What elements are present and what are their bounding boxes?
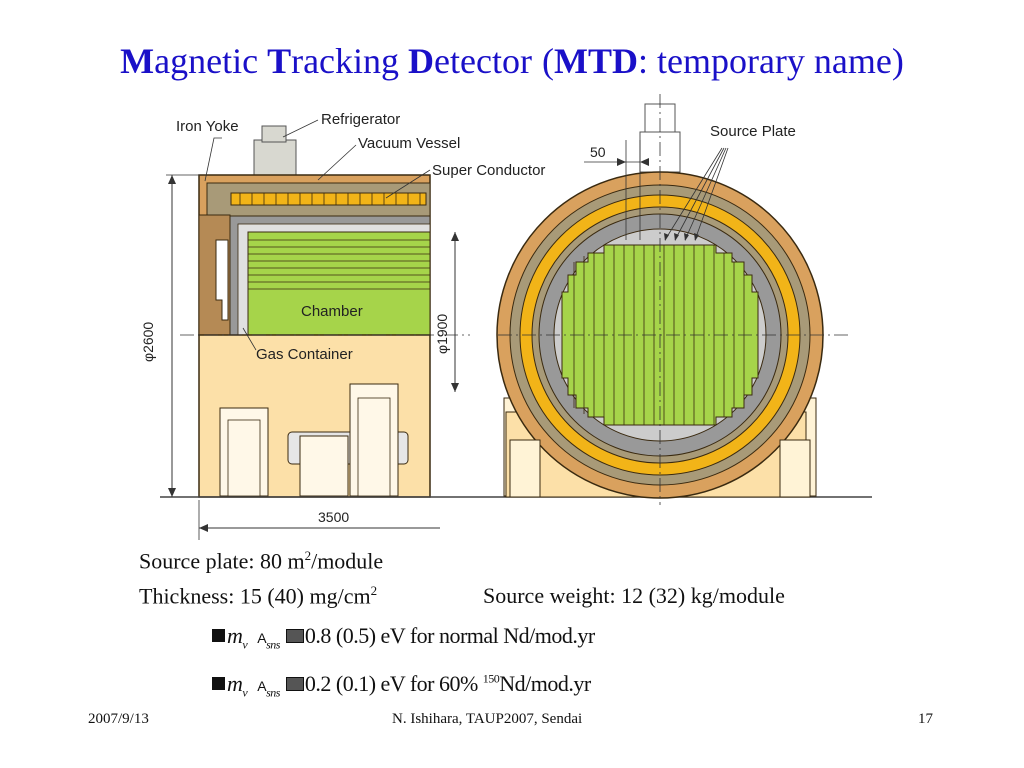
formula-normal-nd: mν Asns 0.8 (0.5) eV for normal Nd/mod.y…	[212, 623, 595, 652]
title-word-agnetic: agnetic	[154, 41, 268, 81]
label-dim-50: 50	[590, 144, 606, 160]
label-super-conductor: Super Conductor	[432, 162, 545, 179]
label-gas-container: Gas Container	[256, 346, 353, 363]
label-vacuum-vessel: Vacuum Vessel	[358, 135, 460, 152]
approx-glyph-icon	[285, 629, 304, 643]
title-initial-m: M	[120, 41, 155, 81]
footer-author: N. Ishihara, TAUP2007, Sendai	[392, 711, 583, 727]
formula-enriched-nd: mν Asns 0.2 (0.1) eV for 60% 150Nd/mod.y…	[212, 671, 591, 700]
label-iron-yoke: Iron Yoke	[176, 118, 239, 135]
label-dim-2600: φ2600	[140, 322, 156, 362]
cross-section-view	[496, 94, 852, 505]
label-refrigerator: Refrigerator	[321, 111, 400, 128]
footer-date: 2007/9/13	[88, 711, 149, 727]
source-plate-line: Source plate: 80 m2/module	[139, 548, 384, 574]
title-abbr: MTD	[553, 41, 638, 81]
title-paren: (	[541, 41, 554, 81]
title-initial-t: T	[267, 41, 292, 81]
title-word-racking: racking	[291, 41, 409, 81]
thickness-line: Thickness: 15 (40) mg/cm2	[139, 583, 378, 609]
label-dim-3500: 3500	[318, 509, 349, 525]
bullet-icon	[212, 629, 225, 642]
label-chamber: Chamber	[301, 303, 363, 320]
label-dim-1900: φ1900	[434, 314, 450, 354]
side-view	[160, 119, 872, 540]
source-weight-line: Source weight: 12 (32) kg/module	[483, 583, 785, 608]
title-word-etector: etector	[434, 41, 532, 81]
title-initial-d: D	[408, 41, 435, 81]
footer-page-number: 17	[918, 711, 933, 727]
title-suffix: : temporary name)	[637, 41, 904, 81]
detector-diagram: Iron Yoke Refrigerator Vacuum Vessel Sup…	[140, 94, 872, 540]
slide-title: Magnetic Tracking Detector(MTD: temporar…	[0, 40, 1024, 82]
label-source-plate: Source Plate	[710, 123, 796, 140]
approx-glyph-icon	[285, 677, 304, 691]
bullet-icon	[212, 677, 225, 690]
